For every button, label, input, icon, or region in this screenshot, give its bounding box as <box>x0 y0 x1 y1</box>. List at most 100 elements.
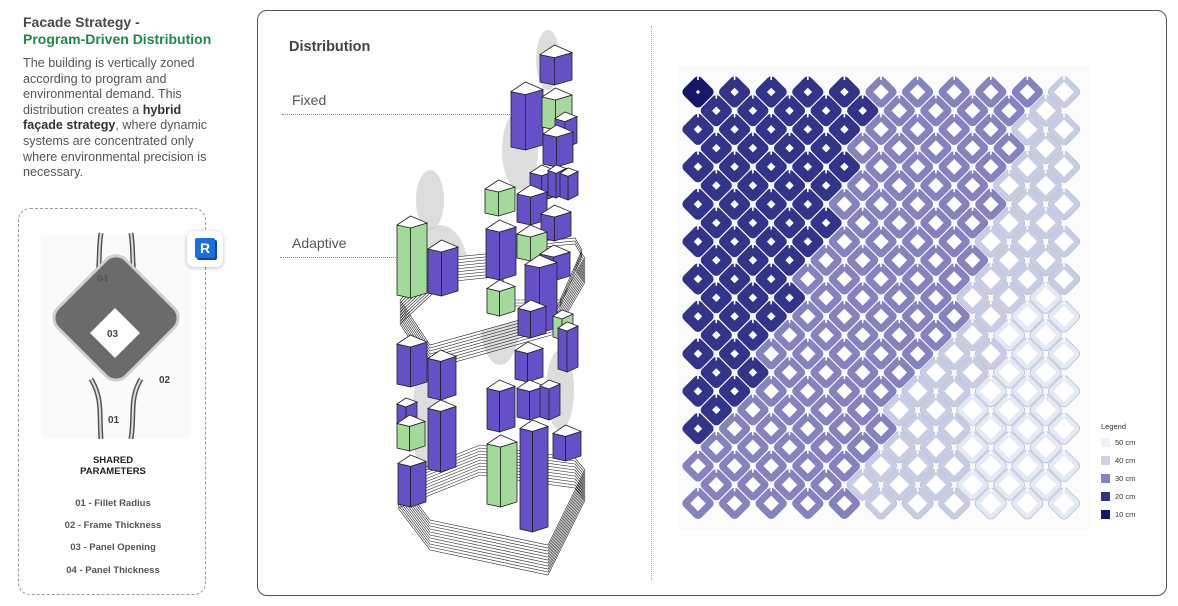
facade-panel <box>993 467 1026 501</box>
facade-panel <box>700 430 732 463</box>
facade-panel <box>1011 486 1044 520</box>
facade-panel <box>974 262 1007 296</box>
facade-panel <box>700 243 732 276</box>
label-04: 04 <box>97 274 109 285</box>
fixed-module <box>395 334 429 388</box>
facade-panel <box>919 430 952 464</box>
facade-panel <box>1029 467 1062 501</box>
facade-panel <box>792 336 824 370</box>
facade-panel <box>865 336 897 370</box>
facade-panel <box>1029 355 1062 389</box>
fixed-module <box>557 321 580 373</box>
facade-panel <box>847 318 879 351</box>
facade-panel <box>700 467 732 501</box>
facade-panel <box>737 243 769 276</box>
facade-panel <box>737 392 769 426</box>
facade-panel <box>792 486 824 520</box>
legend-title: Legend <box>1101 422 1127 431</box>
fixed-module <box>538 44 574 86</box>
facade-panel <box>755 187 787 220</box>
facade-panel <box>700 131 732 164</box>
facade-panel <box>810 392 842 426</box>
facade-panel <box>920 131 952 164</box>
adaptive-module <box>395 215 429 299</box>
fixed-module <box>517 299 548 339</box>
facade-panel <box>956 430 989 464</box>
facade-panel <box>1029 430 1062 464</box>
fixed-leader-line <box>282 114 512 115</box>
facade-panel <box>974 411 1007 445</box>
facade-panel <box>847 205 879 239</box>
facade-panel <box>737 280 769 314</box>
facade-panel <box>847 430 879 463</box>
facade-panel <box>700 168 732 202</box>
facade-panel <box>975 149 1007 183</box>
facade-panel <box>974 336 1007 370</box>
facade-panel <box>938 262 970 295</box>
facade-panel <box>883 93 915 127</box>
param-panel-thickness: 04 - Panel Thickness <box>66 565 160 576</box>
facade-panel <box>1047 149 1081 183</box>
facade-panel <box>773 280 806 314</box>
label-01: 01 <box>108 415 120 426</box>
facade-panel <box>810 168 842 202</box>
facade-panel <box>846 467 879 501</box>
desc-text-end: , where dynamic systems are concentrated… <box>23 118 208 180</box>
revit-badge: R <box>187 231 223 267</box>
facade-panel <box>828 75 861 108</box>
facade-panel <box>847 355 879 389</box>
legend-label: 10 cm <box>1115 510 1136 519</box>
facade-panel <box>865 374 897 407</box>
facade-panel <box>993 168 1026 202</box>
facade-panel <box>956 168 989 202</box>
facade-panel <box>901 187 934 220</box>
facade-panel <box>919 467 952 501</box>
facade-panel <box>810 280 842 314</box>
panel-divider <box>651 26 652 580</box>
facade-panel <box>883 205 915 239</box>
facade-panel <box>1047 112 1081 146</box>
facade-panel <box>920 168 952 202</box>
facade-panel <box>847 392 879 426</box>
facade-panel <box>828 112 861 146</box>
facade-panel <box>847 131 879 164</box>
facade-panel <box>938 75 970 108</box>
facade-panel <box>864 449 898 483</box>
desc-text: The building is vertically zoned accordi… <box>23 56 195 117</box>
facade-panel <box>792 224 824 258</box>
facade-panel <box>1011 149 1044 183</box>
facade-panel <box>1011 411 1044 445</box>
facade-panel <box>901 411 934 445</box>
facade-panel <box>847 280 879 314</box>
facade-panel <box>718 449 751 482</box>
greenery <box>416 170 444 230</box>
title-line-2: Program-Driven Distribution <box>23 31 212 47</box>
facade-panel <box>773 93 806 127</box>
adaptive-module <box>486 279 517 317</box>
facade-panel <box>993 93 1025 127</box>
facade-panel <box>956 205 989 239</box>
facade-panel <box>682 149 714 183</box>
facade-panel <box>773 467 806 501</box>
facade-panel <box>956 467 989 501</box>
fixed-module <box>484 219 518 281</box>
facade-panel <box>865 224 897 258</box>
facade-panel <box>1011 187 1044 221</box>
facade-panel <box>682 262 714 295</box>
facade-panel <box>1011 449 1044 483</box>
fixed-module <box>539 379 562 421</box>
facade-panel <box>919 392 952 426</box>
facade-panel <box>919 355 952 389</box>
facade-panel <box>810 467 842 501</box>
facade-panel <box>901 262 934 295</box>
facade-panel <box>682 449 714 482</box>
facade-panel <box>737 93 769 127</box>
facade-panel <box>920 93 952 127</box>
facade-panel <box>901 374 934 408</box>
facade-panel <box>792 299 824 333</box>
facade-panel <box>865 411 897 445</box>
facade-panel <box>792 112 824 146</box>
facade-panel <box>755 486 787 520</box>
